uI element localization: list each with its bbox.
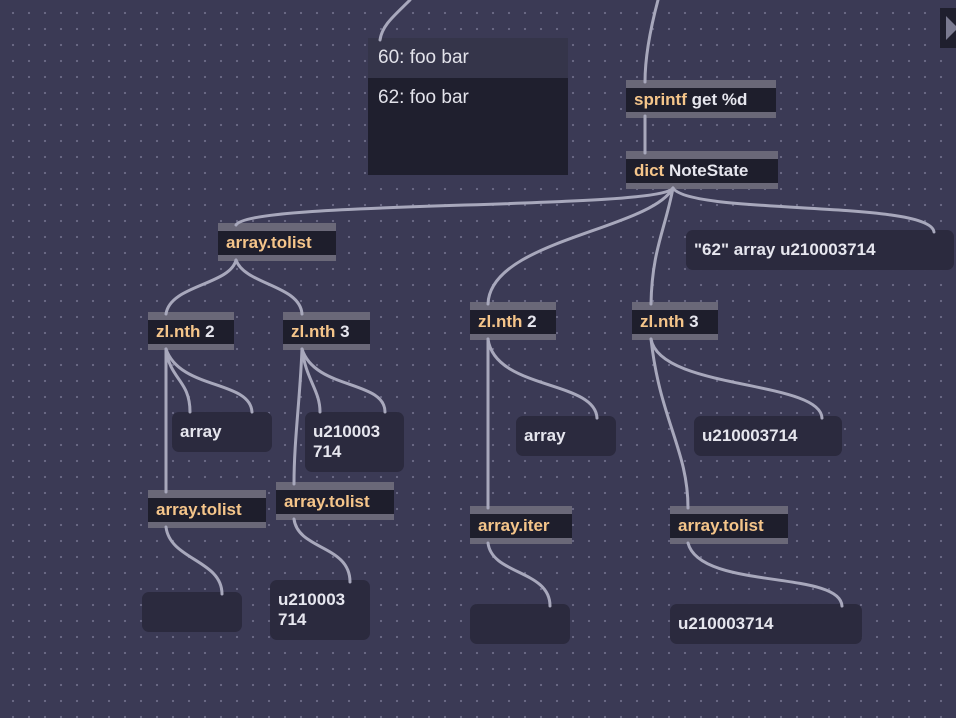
play-button-partial[interactable] bbox=[940, 8, 956, 48]
message-box[interactable]: array bbox=[516, 416, 616, 456]
message-box[interactable] bbox=[470, 604, 570, 644]
object-class: zl.nth bbox=[640, 312, 685, 331]
array-tolist-object[interactable]: array.tolist bbox=[670, 506, 788, 544]
zl-nth-object[interactable]: zl.nth 3 bbox=[632, 302, 718, 340]
object-class: zl.nth bbox=[291, 322, 336, 341]
zl-nth-object[interactable]: zl.nth 3 bbox=[283, 312, 370, 350]
object-class: array.tolist bbox=[678, 516, 764, 535]
array-tolist-object[interactable]: array.tolist bbox=[276, 482, 394, 520]
zl-nth-object[interactable]: zl.nth 2 bbox=[470, 302, 556, 340]
array-tolist-object[interactable]: array.tolist bbox=[218, 223, 336, 261]
menu-item[interactable]: 62: foo bar bbox=[378, 87, 469, 108]
object-class: dict bbox=[634, 161, 665, 180]
object-class: array.tolist bbox=[284, 492, 370, 511]
message-box[interactable]: array bbox=[172, 412, 272, 452]
message-box[interactable]: u210003714 bbox=[670, 604, 862, 644]
sprintf-object[interactable]: sprintf get %d bbox=[626, 80, 776, 118]
object-class: array.tolist bbox=[156, 500, 242, 519]
message-box[interactable]: u210003 714 bbox=[270, 580, 370, 640]
object-class: array.tolist bbox=[226, 233, 312, 252]
dict-object[interactable]: dict NoteState bbox=[626, 151, 778, 189]
object-class: array.iter bbox=[478, 516, 550, 535]
object-args: 3 bbox=[340, 322, 350, 341]
object-class: zl.nth bbox=[156, 322, 201, 341]
message-box[interactable]: u210003 714 bbox=[305, 412, 404, 472]
array-iter-object[interactable]: array.iter bbox=[470, 506, 572, 544]
object-args: 3 bbox=[689, 312, 699, 331]
message-box[interactable] bbox=[142, 592, 242, 632]
object-args: 2 bbox=[527, 312, 537, 331]
umenu-list[interactable]: 60: foo bar 62: foo bar bbox=[368, 38, 568, 175]
array-tolist-object[interactable]: array.tolist bbox=[148, 490, 266, 528]
object-class: zl.nth bbox=[478, 312, 523, 331]
object-args: get %d bbox=[691, 90, 748, 109]
zl-nth-object[interactable]: zl.nth 2 bbox=[148, 312, 234, 350]
message-box[interactable]: "62" array u210003714 bbox=[686, 230, 954, 270]
object-args: 2 bbox=[205, 322, 215, 341]
object-class: sprintf bbox=[634, 90, 687, 109]
message-box[interactable]: u210003714 bbox=[694, 416, 842, 456]
object-args: NoteState bbox=[668, 161, 749, 180]
menu-item[interactable]: 60: foo bar bbox=[368, 38, 568, 78]
